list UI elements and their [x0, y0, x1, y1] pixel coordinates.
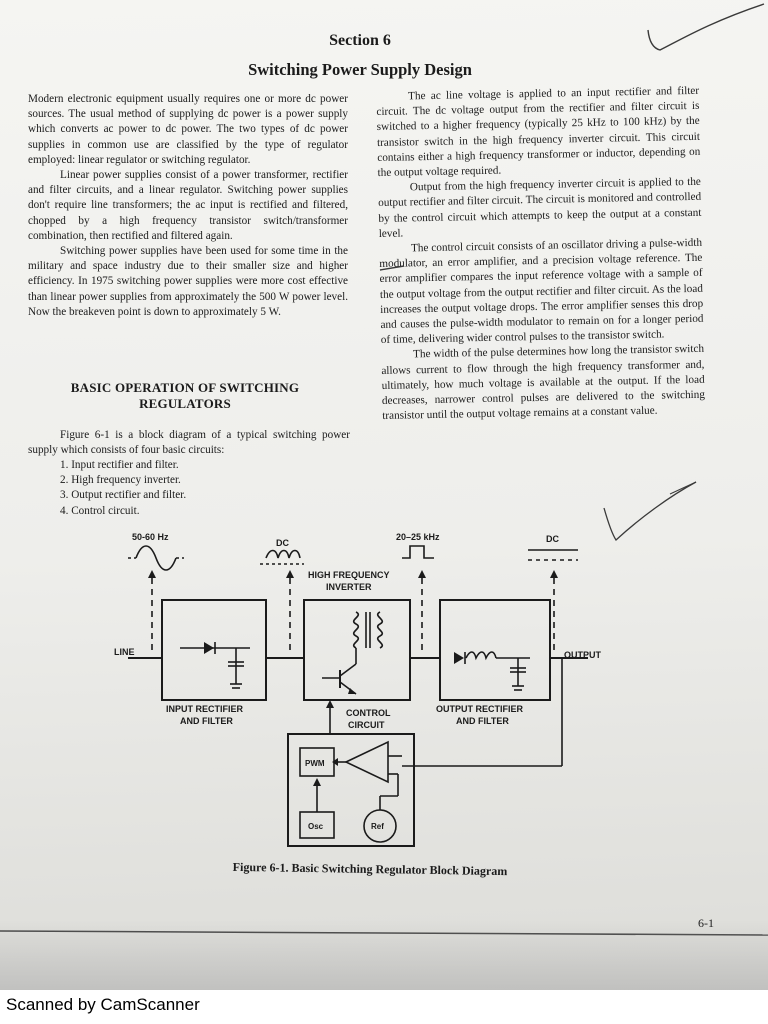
- label-hf-inverter-1: HIGH FREQUENCY: [308, 570, 390, 580]
- paragraph: The control circuit consists of an oscil…: [379, 236, 704, 347]
- output-rectifier-block: [439, 599, 551, 701]
- inverter-block: [303, 599, 411, 701]
- left-column: Modern electronic equipment usually requ…: [28, 92, 348, 320]
- label-dc-2: DC: [546, 534, 559, 544]
- block-diagram: 50-60 Hz DC 20–25 kHz DC HIGH FREQUENCY …: [114, 532, 602, 847]
- label-pwm: PWM: [305, 759, 325, 768]
- subheading: BASIC OPERATION OF SWITCHING REGULATORS: [70, 380, 300, 411]
- label-hf-inverter-2: INVERTER: [326, 582, 372, 592]
- list-item: 1. Input rectifier and filter.: [60, 459, 179, 471]
- label-output-rect-1: OUTPUT RECTIFIER: [436, 704, 523, 714]
- paragraph: Output from the high frequency inverter …: [378, 176, 702, 240]
- right-column: The ac line voltage is applied to an inp…: [376, 84, 705, 425]
- figure-caption: Figure 6-1. Basic Switching Regulator Bl…: [232, 859, 508, 879]
- page-title: Switching Power Supply Design: [248, 60, 472, 79]
- label-control-1: CONTROL: [346, 708, 391, 718]
- page-number: 6-1: [698, 916, 714, 930]
- label-line: LINE: [114, 647, 135, 657]
- label-input-rect-2: AND FILTER: [180, 716, 233, 726]
- pen-checkmark-right: [603, 481, 697, 541]
- input-rectifier-block: [161, 599, 267, 701]
- label-control-2: CIRCUIT: [348, 720, 385, 730]
- pen-dash-mark: [379, 265, 405, 271]
- ref-circle: [363, 809, 397, 843]
- paragraph: Modern electronic equipment usually requ…: [28, 93, 348, 166]
- scanner-watermark: Scanned by CamScanner: [6, 995, 200, 1014]
- label-output-rect-2: AND FILTER: [456, 716, 509, 726]
- ac-sine-symbol: [135, 545, 177, 571]
- label-50-60hz: 50-60 Hz: [132, 532, 169, 542]
- label-input-rect-1: INPUT RECTIFIER: [166, 704, 244, 714]
- label-20-25khz: 20–25 kHz: [396, 532, 440, 542]
- list-item: 4. Control circuit.: [60, 504, 140, 517]
- circuit-list: 1. Input rectifier and filter. 2. High f…: [60, 458, 186, 519]
- label-ref: Ref: [371, 822, 384, 831]
- page-edge-line: [0, 930, 768, 936]
- label-output: OUTPUT: [564, 650, 602, 660]
- scanner-footer: Scanned by CamScanner: [0, 990, 768, 1024]
- paragraph: The ac line voltage is applied to an inp…: [376, 84, 701, 179]
- label-dc-1: DC: [276, 538, 289, 548]
- control-circuit-block: [287, 733, 415, 847]
- list-item: 2. High frequency inverter.: [60, 474, 181, 487]
- paragraph: Linear power supplies consist of a power…: [28, 169, 348, 242]
- intro-paragraph: Figure 6-1 is a block diagram of a typic…: [28, 428, 350, 458]
- list-item: 3. Output rectifier and filter.: [60, 489, 187, 502]
- paragraph: Switching power supplies have been used …: [28, 245, 348, 318]
- dc-ripple-symbol: [265, 549, 301, 559]
- label-osc: Osc: [308, 822, 324, 831]
- paragraph: Figure 6-1 is a block diagram of a typic…: [28, 429, 350, 457]
- paragraph: The width of the pulse determines how lo…: [381, 343, 706, 423]
- square-wave-symbol: [402, 545, 434, 559]
- pen-checkmark-top: [647, 3, 765, 51]
- scanned-page: Section 6 Switching Power Supply Design …: [0, 0, 768, 990]
- section-heading: Section 6: [329, 32, 391, 49]
- error-amp-symbol: [344, 740, 389, 784]
